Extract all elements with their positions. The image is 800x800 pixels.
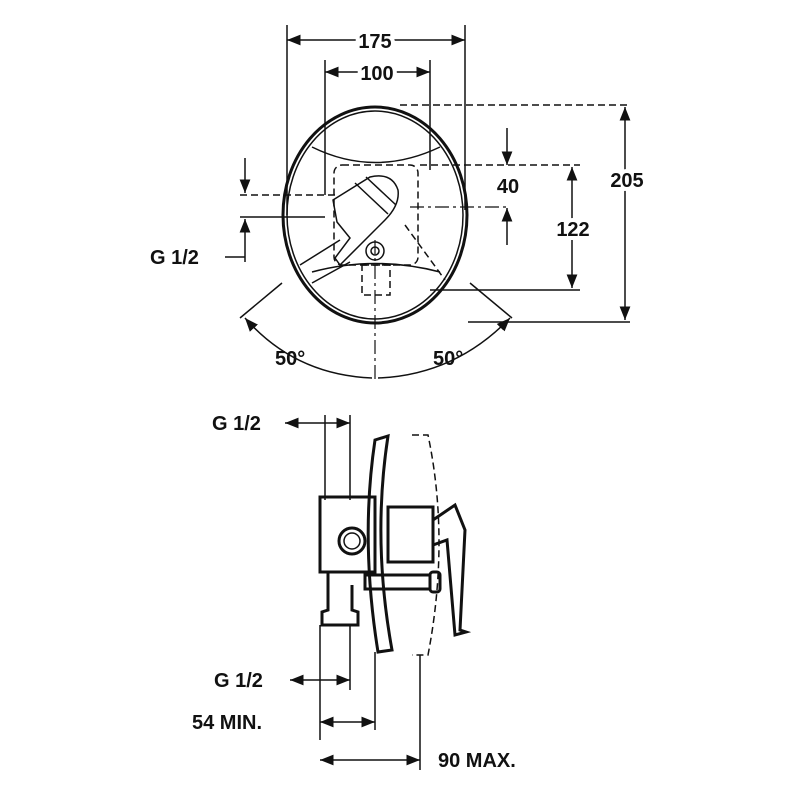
side-view: G 1/2 G 1/2 54 MIN. 90 MAX. (192, 413, 516, 772)
valve-body (318, 495, 377, 574)
angle-right: 50° (433, 348, 463, 370)
angle-left: 50° (275, 348, 305, 370)
front-view: 175 100 205 40 122 G 1/2 50° 50° (150, 25, 648, 380)
max-depth-label: 90 MAX. (438, 750, 516, 772)
body-box-hidden (333, 164, 419, 266)
connection-top-label: G 1/2 (212, 413, 261, 435)
min-depth-label: 54 MIN. (192, 712, 262, 734)
connection-bottom-label: G 1/2 (214, 670, 263, 692)
lever-side (431, 502, 472, 637)
diverter-stem (363, 573, 432, 591)
dim-height-box: 122 (556, 219, 589, 241)
outlet-hidden (361, 264, 391, 296)
inlet-port (337, 526, 367, 556)
plate-bottom-arc (311, 262, 441, 273)
dim-width-box: 100 (360, 63, 393, 85)
dim-offset: 40 (497, 176, 519, 198)
plate-top-arc (311, 146, 441, 164)
cartridge (386, 505, 435, 564)
cover-plate-side (366, 433, 394, 654)
dim-height-total: 205 (610, 170, 643, 192)
cover-plate-inner (286, 110, 464, 320)
dim-width-total: 175 (358, 31, 391, 53)
connection-label: G 1/2 (150, 247, 199, 269)
lever-handle (332, 175, 399, 267)
